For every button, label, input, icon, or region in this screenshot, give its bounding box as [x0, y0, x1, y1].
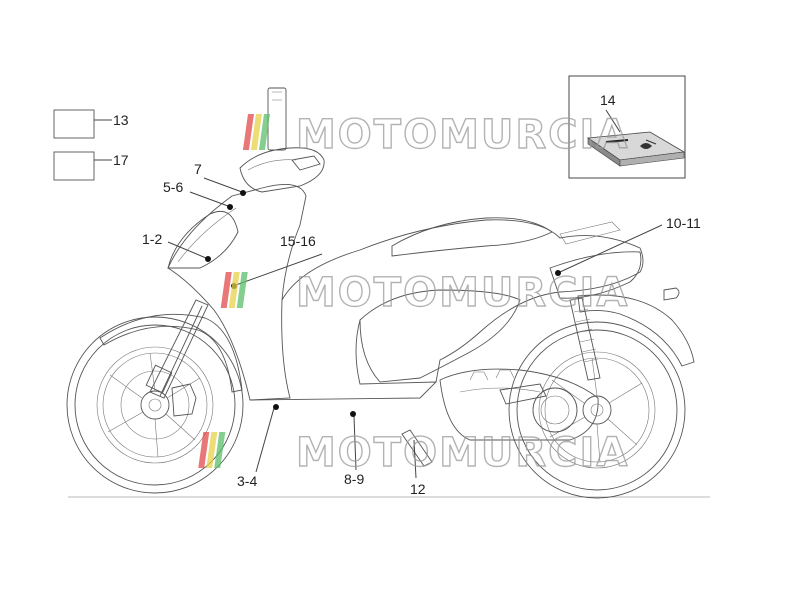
- tail-light: [663, 287, 680, 301]
- front-wheel: [66, 316, 244, 494]
- leader-8-9: [353, 415, 357, 471]
- front-fork: [145, 299, 209, 399]
- rear-shock: [569, 297, 601, 381]
- leader-5-6: [189, 191, 229, 207]
- callout-10-11: 10-11: [666, 215, 701, 231]
- legend-box-17: [53, 151, 95, 181]
- watermark-logo-top: MOTOMURCIA: [242, 111, 629, 159]
- svg-text:MOTOMURCIA: MOTOMURCIA: [296, 112, 629, 158]
- leader-1-2: [167, 241, 207, 259]
- front-shield: [167, 183, 307, 401]
- leader-7: [203, 177, 243, 193]
- callout-12: 12: [410, 481, 426, 497]
- callout-7: 7: [194, 161, 202, 177]
- watermark-logo-middle: MOTOMURCIA: [220, 269, 629, 317]
- seat-and-body: [281, 219, 644, 383]
- callout-1-2: 1-2: [142, 231, 162, 247]
- rear-wheel: [508, 321, 686, 499]
- marker-8-9: [350, 411, 356, 417]
- seat: [391, 217, 553, 257]
- manual-booklet-icon: [586, 131, 686, 167]
- engine-unit: [439, 368, 599, 441]
- front-panel: [167, 210, 239, 269]
- callout-17: 17: [113, 152, 129, 168]
- leader-15-16: [235, 253, 323, 286]
- marker-3-4: [273, 404, 279, 410]
- leader-3-4: [255, 407, 275, 473]
- leader-14: [605, 109, 621, 133]
- callout-5-6: 5-6: [163, 179, 183, 195]
- callout-13: 13: [113, 112, 129, 128]
- footboard: [249, 319, 438, 401]
- watermark-logo-bottom: MOTOMURCIA: [198, 429, 629, 477]
- callout-3-4: 3-4: [237, 473, 257, 489]
- rear-hugger: [577, 294, 695, 367]
- marker-1-2: [205, 256, 211, 262]
- svg-text:MOTOMURCIA: MOTOMURCIA: [296, 430, 629, 476]
- leader-10-11: [559, 224, 663, 273]
- front-mudguard: [99, 313, 243, 393]
- callout-8-9: 8-9: [344, 471, 364, 487]
- svg-text:MOTOMURCIA: MOTOMURCIA: [296, 270, 629, 316]
- side-cover: [359, 289, 521, 383]
- callout-15-16: 15-16: [280, 233, 316, 249]
- leader-12: [413, 439, 417, 479]
- manual-inset: 14: [568, 75, 686, 179]
- callout-14: 14: [600, 92, 616, 108]
- legend-box-13: [53, 109, 95, 139]
- marker-7: [240, 190, 246, 196]
- marker-5-6: [227, 204, 233, 210]
- center-stand: [401, 429, 433, 467]
- marker-10-11: [555, 270, 561, 276]
